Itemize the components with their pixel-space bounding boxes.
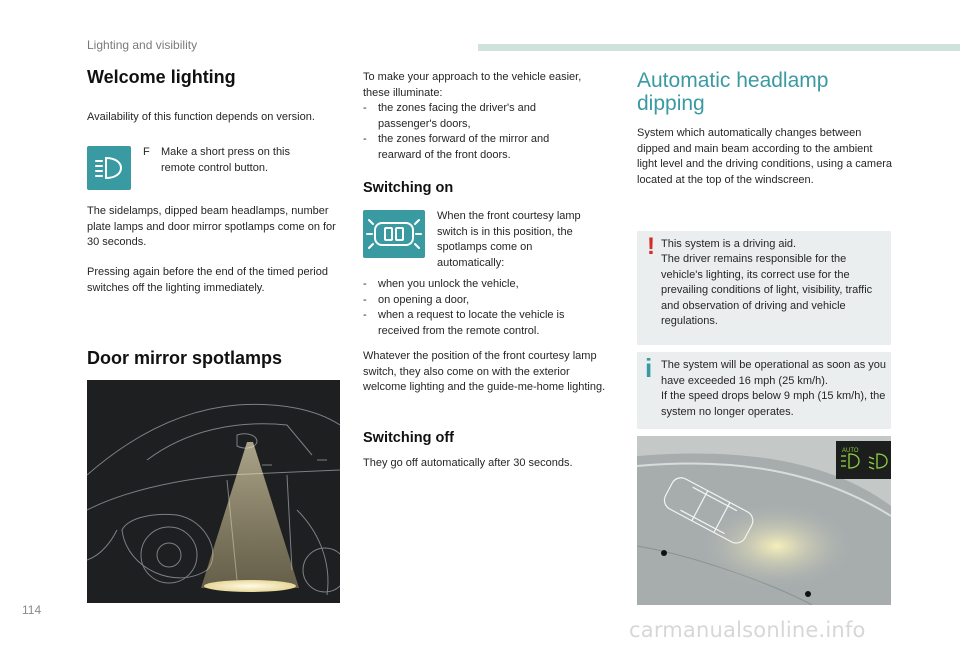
info-icon: i xyxy=(645,353,653,383)
header-accent-bar xyxy=(478,44,960,51)
illuminated-zones-list: the zones facing the driver's and passen… xyxy=(363,101,585,163)
watermark: carmanualsonline.info xyxy=(629,618,866,642)
automatic-headlamp-dipping-heading: Automatic headlamp dipping xyxy=(637,69,828,115)
list-item: on opening a door, xyxy=(363,293,593,309)
guide-me-home-text: Whatever the position of the front court… xyxy=(363,350,606,393)
switching-on-heading: Switching on xyxy=(363,180,454,196)
switching-on-text: When the front courtesy lamp switch is i… xyxy=(437,210,581,269)
list-item: when you unlock the vehicle, xyxy=(363,277,593,293)
welcome-lighting-heading: Welcome lighting xyxy=(87,67,236,87)
section-title: Lighting and visibility xyxy=(87,38,198,52)
door-mirror-spotlamps-heading: Door mirror spotlamps xyxy=(87,348,283,368)
warning-text: The driver remains responsible for the v… xyxy=(661,253,873,327)
availability-text: Availability of this function depends on… xyxy=(87,111,315,123)
approach-intro: To make your approach to the vehicle eas… xyxy=(363,71,582,99)
warning-icon: ! xyxy=(647,233,655,260)
welcome-para-1: The sidelamps, dipped beam headlamps, nu… xyxy=(87,205,336,248)
switch-on-conditions-list: when you unlock the vehicle, on opening … xyxy=(363,277,593,339)
driving-aid-warning-box: ! This system is a driving aid. The driv… xyxy=(637,231,891,345)
auto-main-beam-icon xyxy=(841,453,860,469)
step-instruction: Make a short press on this remote contro… xyxy=(161,146,291,174)
heading-line-1: Automatic headlamp xyxy=(637,69,829,92)
list-item: the zones facing the driver's and passen… xyxy=(363,101,585,132)
step-marker: F xyxy=(143,146,150,158)
auto-dipping-description: System which automatically changes betwe… xyxy=(637,127,892,186)
auto-label: AUTO xyxy=(842,448,859,454)
page-number: 114 xyxy=(22,603,42,617)
remote-lighting-button-icon xyxy=(87,146,131,190)
headlamp-dipping-illustration: AUTO xyxy=(637,436,891,605)
speed-info-box: i The system will be operational as soon… xyxy=(637,352,891,429)
warning-first-line: This system is a driving aid. xyxy=(661,238,797,250)
info-line-1: The system will be operational as soon a… xyxy=(661,359,887,387)
list-item: when a request to locate the vehicle is … xyxy=(363,308,593,339)
courtesy-lamp-switch-icon xyxy=(363,210,425,258)
info-line-2: If the speed drops below 9 mph (15 km/h)… xyxy=(661,390,886,418)
dipped-beam-icon xyxy=(868,453,888,470)
heading-line-2: dipping xyxy=(637,92,705,115)
door-mirror-spotlamp-illustration xyxy=(87,380,340,603)
switching-off-text: They go off automatically after 30 secon… xyxy=(363,457,573,469)
list-item: the zones forward of the mirror and rear… xyxy=(363,132,585,163)
welcome-para-2: Pressing again before the end of the tim… xyxy=(87,266,328,294)
switching-off-heading: Switching off xyxy=(363,430,455,446)
